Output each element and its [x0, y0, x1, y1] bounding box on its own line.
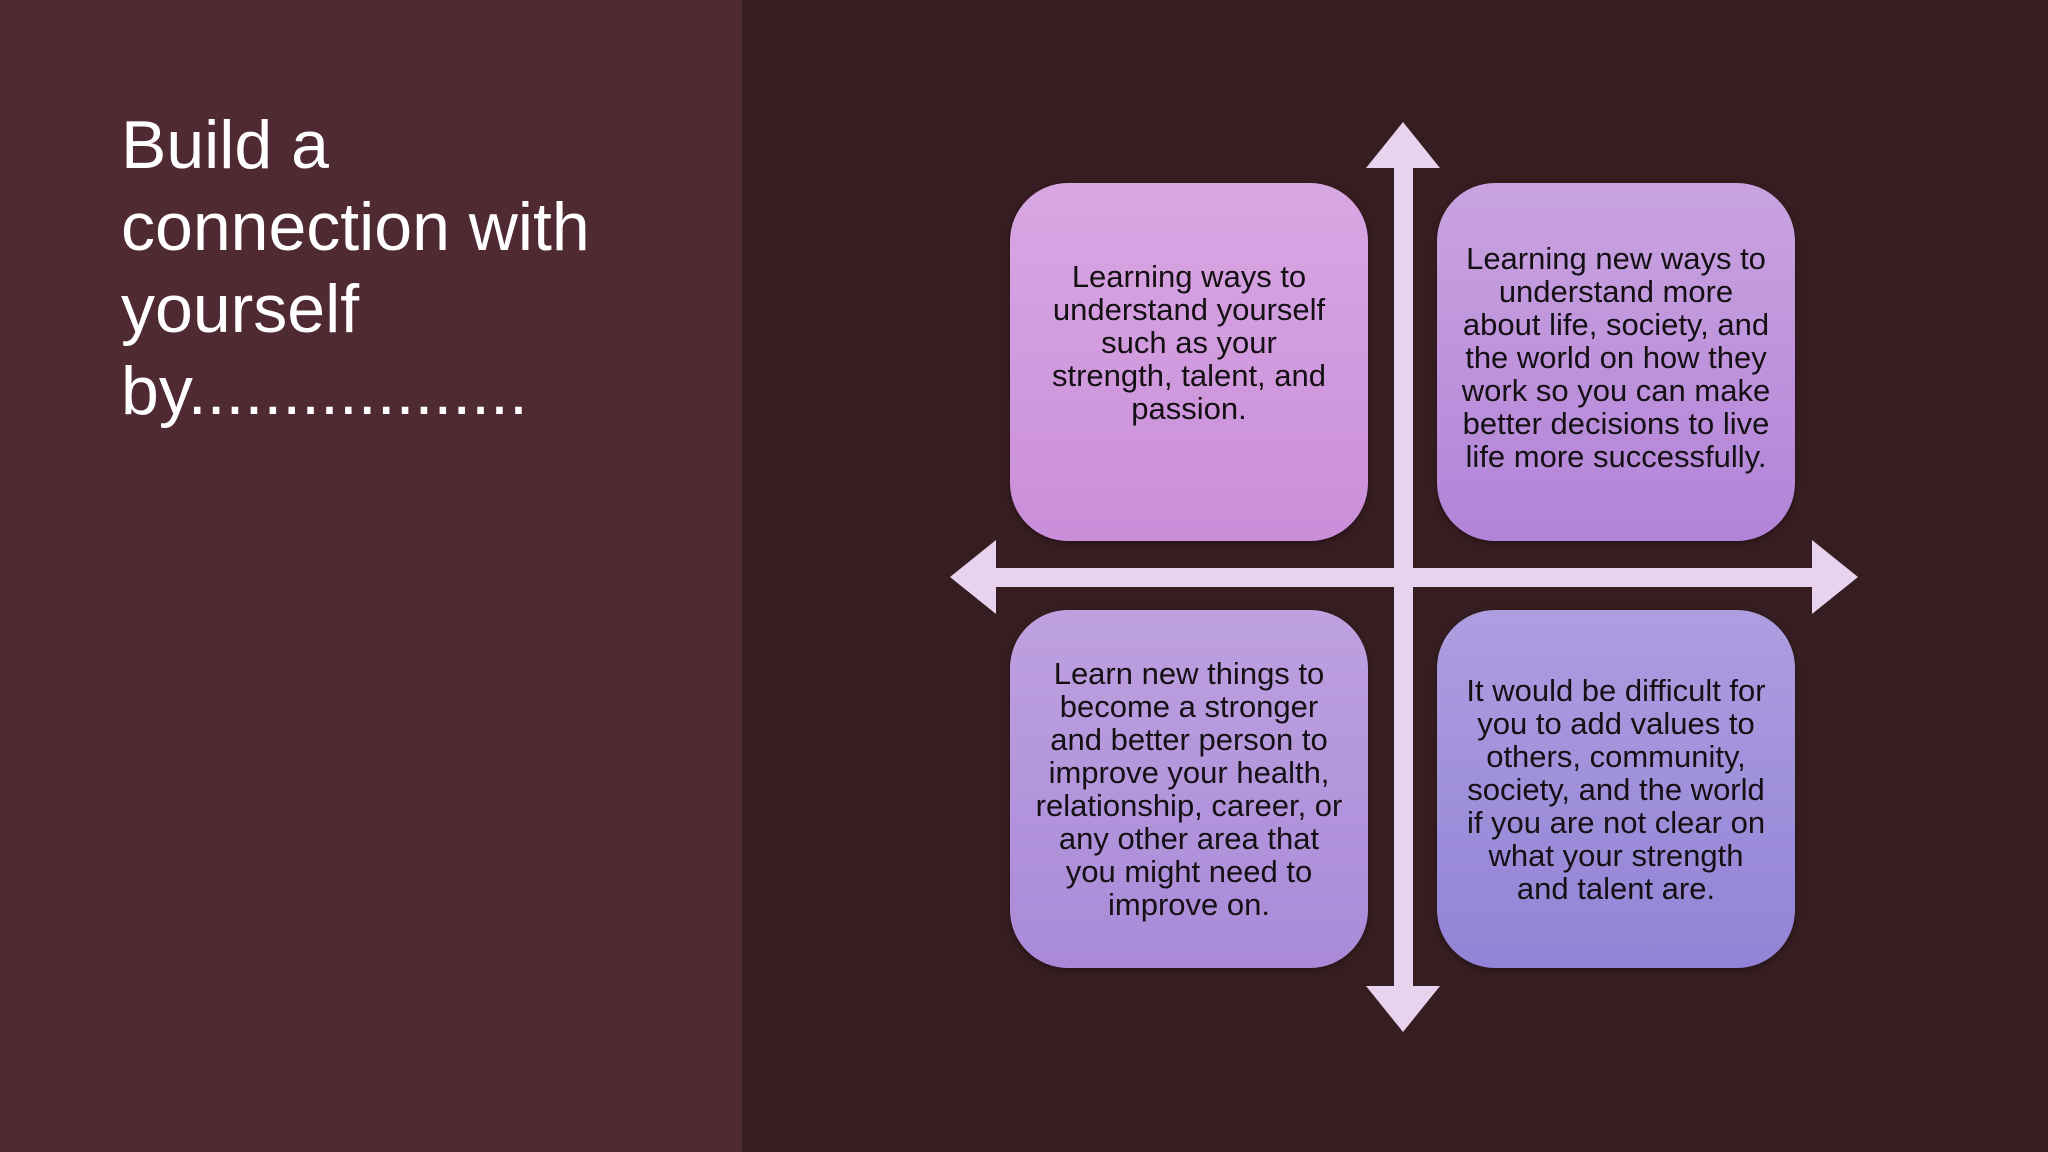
left-panel	[0, 0, 742, 1152]
slide-title-line: yourself	[121, 271, 360, 347]
quadrant-top-left: Learning ways to understand yourself suc…	[1010, 183, 1368, 541]
quadrant-bottom-left: Learn new things to become a stronger an…	[1010, 610, 1368, 968]
horizontal-axis	[990, 568, 1820, 587]
arrow-up-icon	[1366, 122, 1440, 168]
arrow-right-icon	[1812, 540, 1858, 614]
slide-title-line: Build a	[121, 107, 329, 183]
slide-title-line: connection with	[121, 189, 590, 265]
slide-title-line: by..................	[121, 353, 528, 429]
quadrant-top-right: Learning new ways to understand more abo…	[1437, 183, 1795, 541]
arrow-down-icon	[1366, 986, 1440, 1032]
quadrant-text: Learn new things to become a stronger an…	[1035, 656, 1343, 922]
slide-title: Build a connection with yourself by.....…	[121, 104, 681, 432]
quadrant-text: It would be difficult for you to add val…	[1466, 672, 1766, 906]
quadrant-bottom-right: It would be difficult for you to add val…	[1437, 610, 1795, 968]
arrow-left-icon	[950, 540, 996, 614]
quadrant-text: Learning new ways to understand more abo…	[1461, 240, 1771, 474]
quadrant-text: Learning ways to understand yourself suc…	[1051, 258, 1327, 426]
